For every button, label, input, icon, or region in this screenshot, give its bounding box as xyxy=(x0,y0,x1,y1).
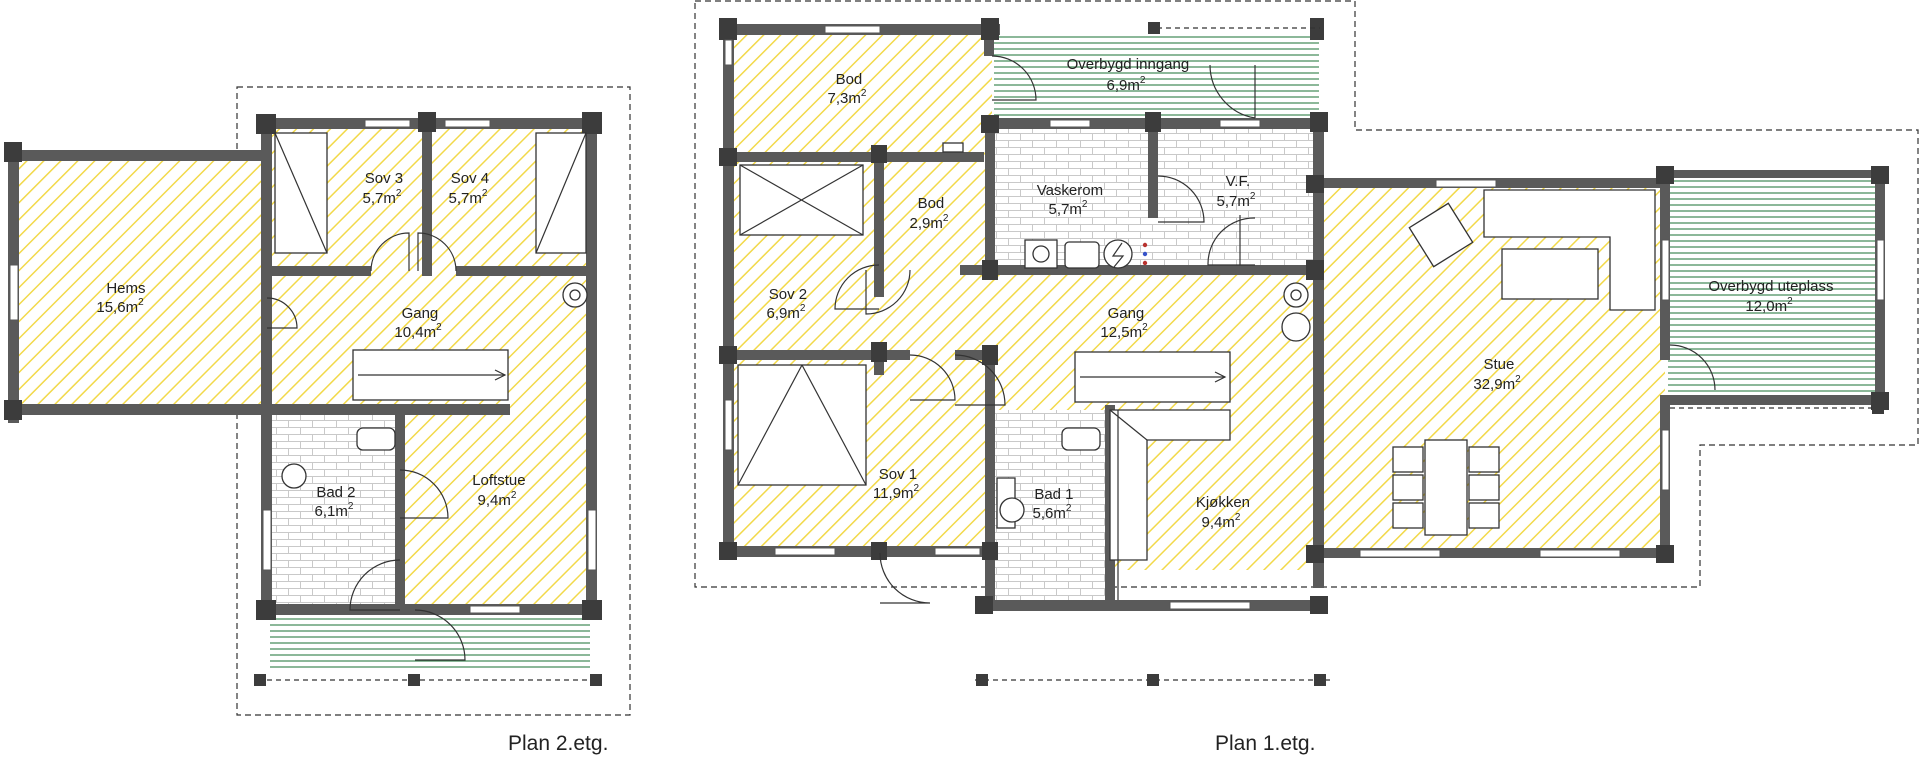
sink-icon xyxy=(1064,241,1100,269)
room-sov4: Sov 4 5,7m2 xyxy=(449,170,494,207)
roof-outline-lower xyxy=(694,0,1919,588)
room-gang-upper: Gang 10,4m2 xyxy=(394,305,442,341)
room-sov3: Sov 3 5,7m2 xyxy=(363,170,408,207)
toilet-icon xyxy=(1061,427,1101,451)
room-loftstue-area xyxy=(403,409,593,609)
room-vaskerom: Vaskerom 5,7m2 xyxy=(1037,182,1108,218)
plan-2-title: Plan 2.etg. xyxy=(508,732,608,755)
lower-doors xyxy=(834,55,1716,604)
chair-icon xyxy=(1392,502,1424,529)
plan-2-etg: Hems 15,6m2 Sov 3 5,7m2 Sov 4 5,7m2 Gang… xyxy=(4,86,631,755)
toilet-icon xyxy=(356,427,396,451)
lower-bath-fixtures xyxy=(996,427,1101,529)
armchair-icon xyxy=(1408,202,1474,268)
chair-icon xyxy=(1392,446,1424,473)
upper-wardrobes xyxy=(274,132,587,254)
lower-stair xyxy=(1074,351,1231,403)
balcony-deck xyxy=(270,612,590,668)
room-gang-lower: Gang 12,5m2 xyxy=(1100,305,1148,341)
room-bod1-area xyxy=(732,32,992,154)
upper-posts xyxy=(4,112,602,620)
upper-stair xyxy=(352,349,509,401)
sofa-icon xyxy=(1483,189,1656,311)
kitchen-counter xyxy=(1109,409,1231,600)
upper-doors xyxy=(266,232,466,661)
sink-icon xyxy=(281,463,307,489)
upper-windows xyxy=(9,119,597,614)
electric-panel-icon xyxy=(1103,239,1133,269)
room-hems: Hems 15,6m2 xyxy=(96,280,149,316)
chair-icon xyxy=(1468,474,1500,501)
living-furniture xyxy=(1281,189,1656,536)
room-bod-1: Bod 7,3m2 xyxy=(828,71,867,107)
chair-icon xyxy=(1392,474,1424,501)
room-overbygd-uteplass: Overbygd uteplass 12,0m2 xyxy=(1708,278,1837,315)
lower-windows xyxy=(724,25,1885,610)
room-sov2: Sov 2 6,9m2 xyxy=(767,286,812,322)
room-hems-area xyxy=(12,156,267,409)
entry-deck xyxy=(994,32,1319,122)
room-kjokken: Kjøkken 9,4m2 xyxy=(1196,494,1254,531)
lower-railing xyxy=(975,22,1885,686)
dining-table-icon xyxy=(1424,439,1468,536)
room-loftstue: Loftstue 9,4m2 xyxy=(472,472,530,509)
coffee-table-icon xyxy=(1501,248,1599,300)
patio-deck xyxy=(1668,175,1880,400)
room-vf: V.F. 5,7m2 xyxy=(1217,173,1256,210)
plan-1-etg: Bod 7,3m2 Overbygd inngang 6,9m2 Vaskero… xyxy=(694,0,1919,755)
upper-bath-fixtures xyxy=(281,282,588,489)
lower-posts xyxy=(719,18,1889,614)
lower-wardrobes xyxy=(737,142,964,486)
chair-icon xyxy=(1468,446,1500,473)
laundry-appliances xyxy=(1024,239,1148,269)
room-stue: Stue 32,9m2 xyxy=(1473,356,1521,393)
room-bad1: Bad 1 5,6m2 xyxy=(1033,486,1078,522)
room-sov1: Sov 1 11,9m2 xyxy=(873,466,921,502)
plan-1-title: Plan 1.etg. xyxy=(1215,732,1315,755)
sink-icon xyxy=(999,497,1025,523)
upper-railing xyxy=(254,674,602,686)
chair-icon xyxy=(1468,502,1500,529)
room-bod-2: Bod 2,9m2 xyxy=(910,195,949,232)
room-bad2: Bad 2 6,1m2 xyxy=(315,484,360,520)
room-overbygd-inngang: Overbygd inngang 6,9m2 xyxy=(1067,56,1194,94)
stove-icon xyxy=(1281,312,1311,342)
